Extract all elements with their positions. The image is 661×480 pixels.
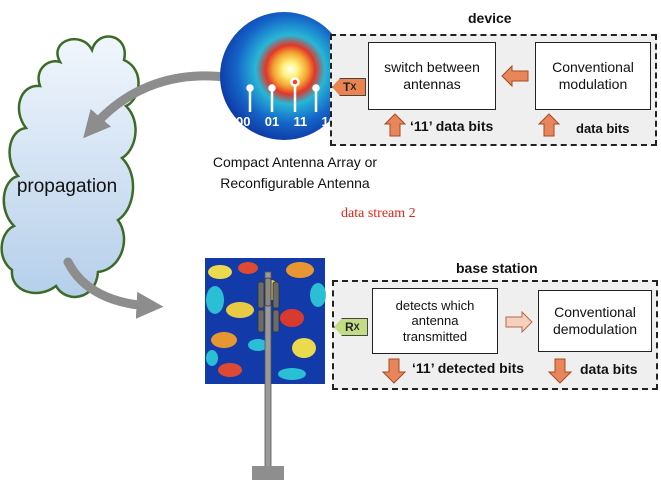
antenna-label-2: 11: [293, 114, 308, 129]
data-bits-up-arrow: [538, 113, 560, 137]
antenna-label-1: 01: [264, 114, 280, 129]
antenna-caption-line-1: Compact Antenna Array or: [212, 154, 378, 170]
antenna-caption-line-2: Reconfigurable Antenna: [220, 175, 370, 191]
tx-tag-main: T: [343, 80, 351, 94]
propagation-arrow-in: [83, 71, 237, 139]
antenna-labels: 00 01 11 10: [236, 114, 336, 129]
base-data-bits-down-arrow: [548, 358, 572, 384]
cell-tower: [252, 271, 284, 480]
antenna-label-0: 00: [236, 114, 251, 129]
detected-bits-down-arrow: [382, 358, 406, 384]
tx-tag-sub: X: [350, 82, 357, 92]
antenna-caption: Compact Antenna Array or Reconfigurable …: [180, 152, 410, 194]
propagation-cloud: [0, 35, 140, 299]
propagation-arrow-out: [63, 257, 164, 319]
base-bits-11-label: ‘11’ detected bits: [412, 360, 525, 376]
switch-antennas-box: switch between antennas: [368, 42, 496, 110]
device-data-bits-label: data bits: [576, 121, 630, 136]
rx-tag-main: R: [345, 320, 354, 334]
modulation-to-switch-arrow: [501, 64, 529, 88]
bits-11-up-arrow: [384, 113, 406, 137]
modulation-box: Conventional modulation: [535, 42, 651, 110]
detect-antenna-box: detects which antenna transmitted: [372, 288, 498, 354]
demodulation-box: Conventional demodulation: [538, 290, 652, 352]
rx-tag-sub: X: [353, 322, 360, 332]
device-bits-11-label: ‘11’ data bits: [410, 118, 494, 134]
base-station-title: base station: [456, 260, 538, 276]
detect-to-demod-arrow: [505, 310, 533, 334]
cloud-label: propagation: [16, 176, 118, 197]
base-data-bits-label: data bits: [580, 361, 638, 377]
antenna-elements: [246, 77, 320, 112]
data-stream-label: data stream 2: [341, 206, 416, 221]
device-title: device: [468, 10, 512, 26]
